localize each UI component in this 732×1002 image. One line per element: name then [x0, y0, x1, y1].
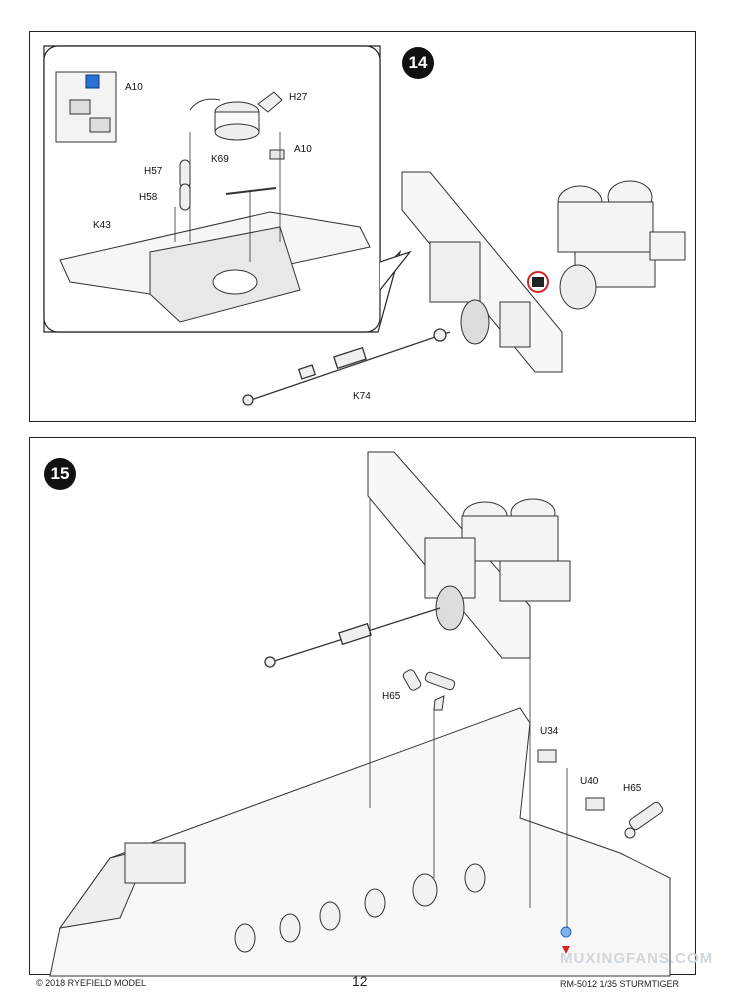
label-k43: K43: [93, 220, 111, 231]
h65-right-part: [624, 801, 664, 839]
label-a10-mid: A10: [294, 144, 312, 155]
label-h58: H58: [139, 192, 158, 203]
gearbox-assembly: [429, 241, 531, 348]
inset-leader-lines: [174, 132, 281, 262]
step-15-badge: 15: [44, 458, 76, 490]
step15-leader-lines: [369, 498, 568, 928]
label-h65-left: H65: [382, 691, 401, 702]
step-14-panel: 14: [29, 31, 696, 422]
copyright-text: © 2018 RYEFIELD MODEL: [36, 978, 147, 988]
k43-plate: [59, 211, 371, 323]
k69-rod: [225, 187, 277, 195]
inset-pointer: [379, 250, 412, 291]
h27-part: [189, 91, 283, 141]
suspension-parts: [234, 863, 486, 953]
a10-blue-part: [85, 74, 100, 89]
h65-left-part: [402, 669, 456, 711]
inset-box: [43, 45, 402, 333]
k74-driveshaft: [242, 328, 451, 406]
step-15-panel: 15: [29, 437, 696, 977]
red-callout-glyph: [532, 277, 544, 287]
engine-assembly-15: [424, 498, 571, 631]
watermark: MUXINGFANS.COM: [560, 950, 714, 967]
hull-lower: [49, 707, 671, 977]
product-code: RM-5012 1/35 STURMTIGER: [560, 979, 680, 989]
u40-part: [585, 797, 605, 811]
label-h57: H57: [144, 166, 163, 177]
engine-assembly: [557, 180, 686, 310]
label-k69: K69: [211, 154, 229, 165]
label-u34: U34: [540, 726, 559, 737]
step-15-illustration: H65 U34 U40 H65: [49, 451, 671, 977]
red-arrow-icon: [562, 946, 570, 954]
page-number: 12: [352, 973, 368, 989]
a10-small-part: [269, 149, 285, 160]
label-a10-top: A10: [125, 82, 143, 93]
label-k74: K74: [353, 391, 371, 402]
label-h65-right: H65: [623, 783, 642, 794]
h57-h58-parts: [179, 159, 191, 211]
blue-marker-icon: [560, 926, 572, 938]
step-14-badge: 14: [402, 47, 434, 79]
u34-part: [537, 749, 557, 763]
label-u40: U40: [580, 776, 599, 787]
step-14-illustration: A10 H27 A10 H57 K69 H58 K43 K74: [43, 45, 686, 406]
driveshaft-15: [264, 607, 441, 668]
label-h27: H27: [289, 92, 308, 103]
